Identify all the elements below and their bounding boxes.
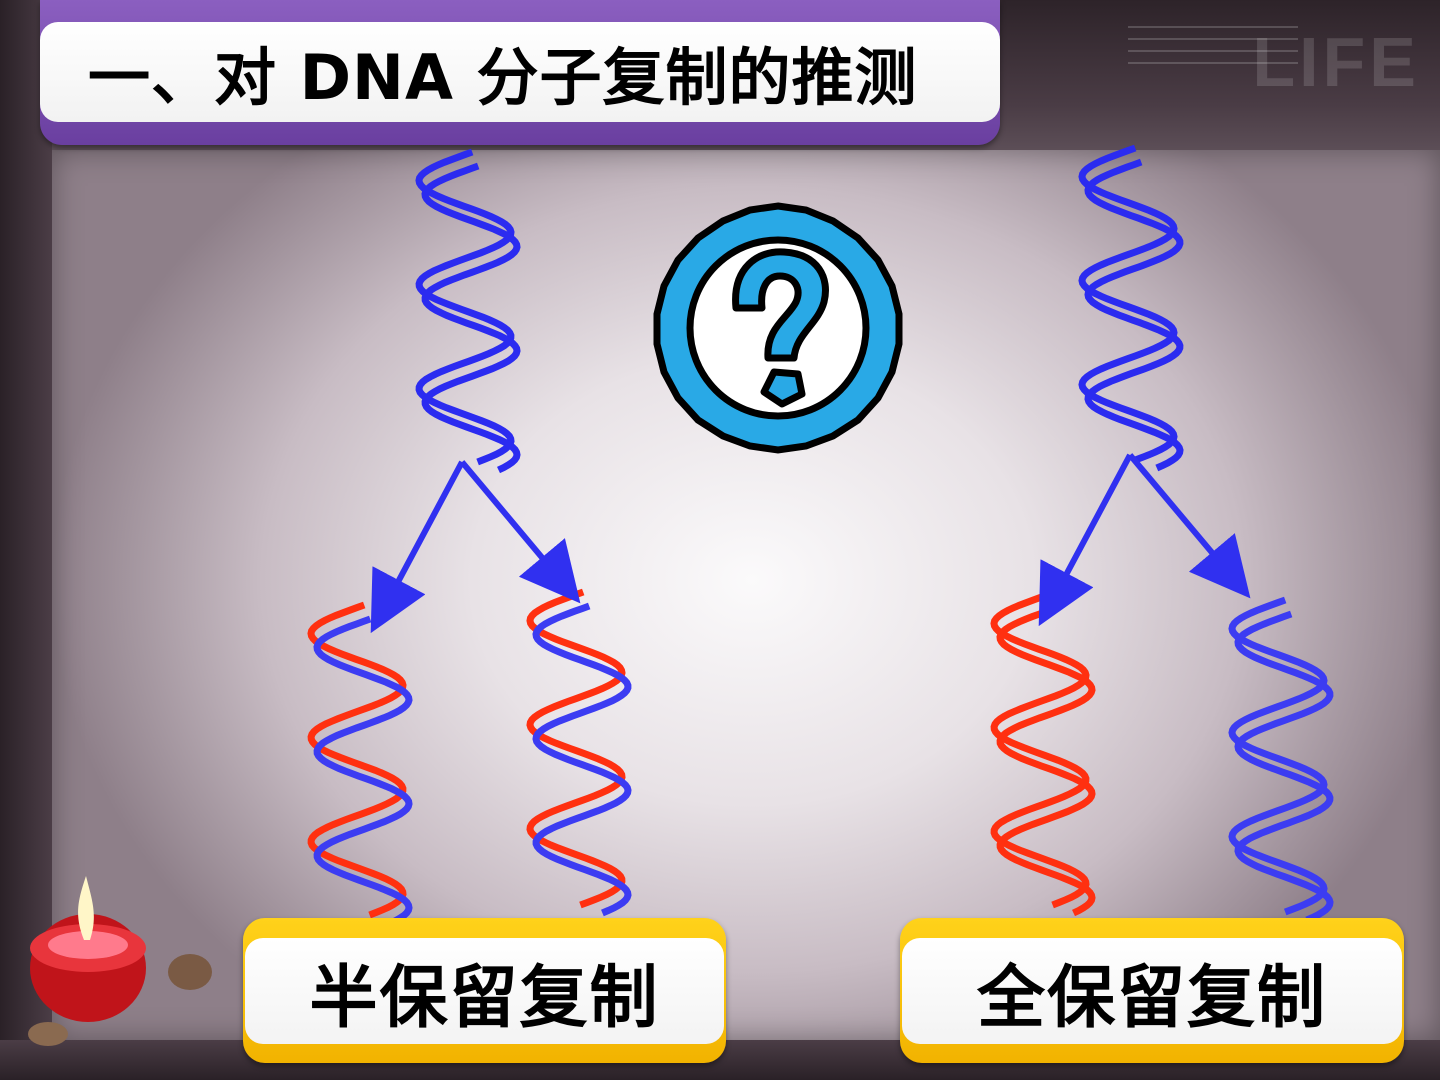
label-plate: 全保留复制: [902, 938, 1402, 1044]
strand-b: [526, 588, 626, 909]
strand-b: [990, 591, 1090, 909]
arrow-left-2: [459, 460, 581, 604]
strand-b: [415, 148, 515, 466]
frame-left: [0, 0, 52, 1080]
candle-icon: [28, 876, 212, 1046]
arrows-right: [1038, 453, 1251, 627]
parent-helix-left: [415, 148, 521, 474]
parent-helix-right: [1078, 144, 1184, 472]
label-semi-conservative-text: 半保留复制: [309, 958, 660, 1038]
strand-a: [421, 162, 521, 474]
daughter-helix-semi-2: [526, 588, 632, 917]
strand-b: [1228, 596, 1328, 916]
label-plate: 半保留复制: [245, 938, 724, 1044]
arrow-left-1: [370, 460, 465, 634]
strand-a: [532, 602, 632, 917]
daughter-helix-semi-1: [307, 601, 413, 927]
watermark-lines: [1128, 26, 1298, 78]
label-conservative-text: 全保留复制: [976, 958, 1327, 1038]
label-semi-conservative: 半保留复制: [243, 918, 726, 1063]
title-plate: 一、对 DNA 分子复制的推测: [40, 22, 1000, 122]
arrow-right-1: [1038, 453, 1133, 627]
strand-a: [313, 615, 413, 927]
arrow-right-2: [1127, 453, 1251, 599]
arrows-left: [370, 460, 581, 634]
daughter-helix-conservative-new: [990, 591, 1096, 917]
strand-a: [1234, 610, 1334, 924]
strand-a: [1084, 158, 1184, 472]
label-conservative: 全保留复制: [900, 918, 1404, 1063]
strand-b: [307, 601, 407, 919]
daughter-helix-conservative-old: [1228, 596, 1334, 924]
question-mark-icon: [653, 202, 903, 454]
watermark-life: LIFE: [1252, 23, 1420, 101]
strand-b: [1078, 144, 1178, 464]
strand-a: [996, 605, 1096, 917]
title-bar: 一、对 DNA 分子复制的推测: [40, 0, 1000, 145]
page-title: 一、对 DNA 分子复制的推测: [88, 41, 918, 114]
